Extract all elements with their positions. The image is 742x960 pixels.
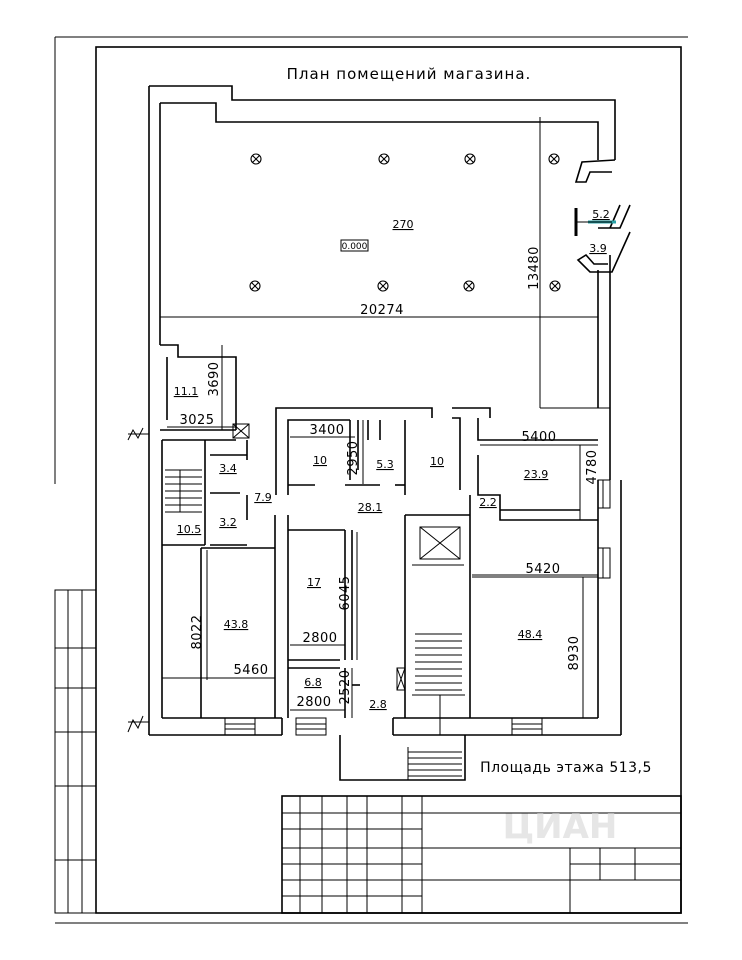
room-area-17: 17 — [307, 576, 321, 589]
room-labels: 270 5.2 3.9 11.1 3.4 7.9 3.2 10.5 10 5.3… — [174, 208, 610, 711]
room-area-2-2: 2.2 — [479, 496, 497, 509]
dim-3025: 3025 — [179, 413, 214, 428]
dim-2800-a: 2800 — [302, 631, 337, 646]
windows — [224, 479, 611, 736]
dim-3400: 3400 — [309, 423, 344, 438]
dim-2800-b: 2800 — [296, 695, 331, 710]
fixture-icon — [463, 280, 475, 292]
room-area-10-a: 10 — [313, 454, 327, 467]
dim-5400: 5400 — [521, 430, 556, 445]
room-area-11-1: 11.1 — [174, 385, 199, 398]
room-area-10-5: 10.5 — [177, 523, 202, 536]
dim-6045: 6045 — [338, 575, 353, 610]
floor-area-label: Площадь этажа 513,5 — [480, 760, 652, 776]
interior-walls — [160, 344, 598, 718]
room-area-hall: 270 — [393, 218, 414, 231]
vestibule — [574, 159, 631, 273]
stairs — [165, 469, 465, 780]
exterior-walls — [127, 85, 622, 781]
title-block — [281, 795, 682, 914]
plan-title: План помещений магазина. — [287, 65, 532, 83]
room-area-vestibule-a: 5.2 — [592, 208, 610, 221]
dim-5460: 5460 — [233, 663, 268, 678]
room-area-10-b: 10 — [430, 455, 444, 468]
room-area-2-8: 2.8 — [369, 698, 387, 711]
dim-4780: 4780 — [585, 449, 600, 484]
fixture-icon — [378, 153, 390, 165]
fixture-icon — [377, 280, 389, 292]
elevation-mark-box — [340, 239, 369, 252]
fixture-icon — [549, 280, 561, 292]
room-area-3-4: 3.4 — [219, 462, 237, 475]
room-area-28-1: 28.1 — [358, 501, 383, 514]
dim-20274: 20274 — [360, 303, 404, 318]
fixture-icon — [250, 153, 262, 165]
room-area-5-3: 5.3 — [376, 458, 394, 471]
fixture-icon — [249, 280, 261, 292]
dim-13480: 13480 — [527, 246, 542, 290]
dimension-lines — [162, 122, 598, 718]
side-stamp — [54, 589, 97, 914]
dim-2950: 2950 — [346, 440, 361, 475]
light-fixtures — [249, 153, 561, 292]
room-area-vestibule-b: 3.9 — [589, 242, 607, 255]
fixture-icon — [548, 153, 560, 165]
room-area-48-4: 48.4 — [518, 628, 543, 641]
room-area-43-8: 43.8 — [224, 618, 249, 631]
dim-5420: 5420 — [525, 562, 560, 577]
room-area-3-2: 3.2 — [219, 516, 237, 529]
dim-2520: 2520 — [338, 669, 353, 704]
room-area-23-9: 23.9 — [524, 468, 549, 481]
dim-8022: 8022 — [190, 614, 205, 649]
dim-8930: 8930 — [567, 635, 582, 670]
dim-3690: 3690 — [207, 361, 222, 396]
room-area-7-9: 7.9 — [254, 491, 272, 504]
room-area-6-8: 6.8 — [304, 676, 322, 689]
fixture-icon — [464, 153, 476, 165]
watermark: ЦИАН — [503, 807, 618, 847]
dimension-labels: 20274 13480 3690 3025 3400 2950 5400 478… — [179, 246, 600, 710]
elevation-mark: 0.000 — [342, 242, 368, 252]
